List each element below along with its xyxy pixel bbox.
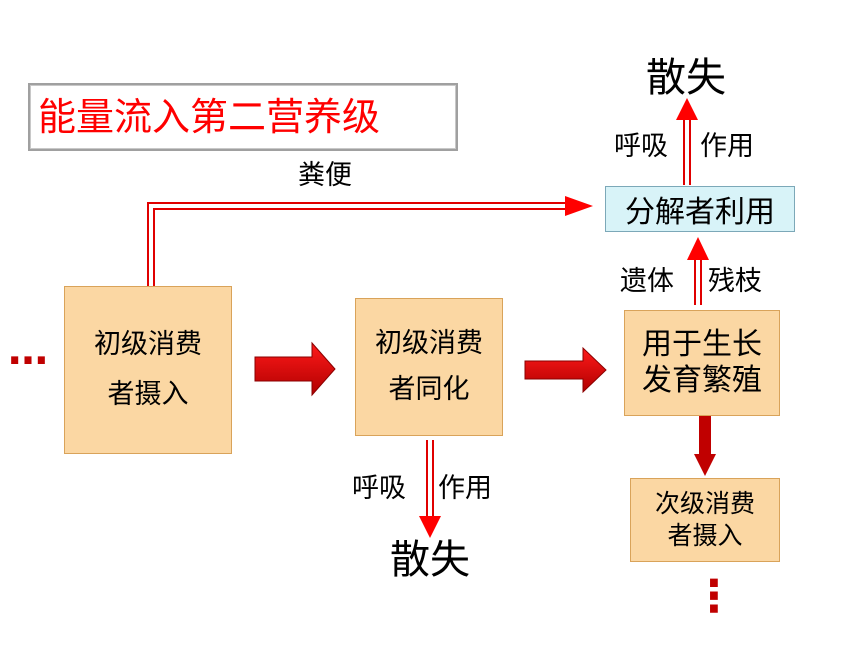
primary-intake-line1: 初级消费: [94, 329, 202, 360]
title-box: 能量流入第二营养级: [28, 83, 458, 151]
intake-to-assim-arrow: [254, 341, 336, 397]
primary-assim-box: 初级消费 者同化: [355, 298, 503, 436]
secondary-intake-line1: 次级消费: [654, 489, 755, 518]
primary-intake-line2: 者摄入: [107, 379, 189, 410]
page-title: 能量流入第二营养级: [38, 95, 381, 139]
dissipate-bottom: 散失: [390, 537, 470, 583]
growth-line2: 发育繁殖: [642, 363, 762, 398]
left-ellipsis: …: [8, 328, 48, 374]
primary-assim-line1: 初级消费: [375, 328, 483, 359]
growth-line1: 用于生长: [642, 327, 762, 362]
growth-to-secondary-arrow: [694, 416, 716, 476]
assim-respiration-left: 呼吸: [352, 473, 406, 504]
decomposer-respiration-right: 作用: [700, 131, 754, 162]
decomposer-box: 分解者利用: [605, 186, 795, 232]
remains-left-label: 遗体: [620, 266, 674, 297]
assim-respiration-right: 作用: [438, 473, 492, 504]
respiration-down-arrow: [419, 440, 441, 538]
decomposer-respiration-left: 呼吸: [614, 131, 668, 162]
assim-to-growth-arrow: [524, 346, 607, 394]
feces-arrow: [147, 196, 593, 286]
secondary-intake-box: 次级消费 者摄入: [630, 478, 780, 562]
primary-intake-box: 初级消费 者摄入: [64, 286, 232, 454]
bottom-ellipsis: ⋮: [692, 571, 736, 622]
growth-box: 用于生长 发育繁殖: [624, 310, 780, 416]
dissipate-top: 散失: [646, 55, 726, 101]
primary-assim-line2: 者同化: [388, 374, 470, 405]
remains-right-label: 残枝: [708, 266, 762, 297]
feces-label: 粪便: [298, 160, 352, 191]
remains-up-arrow: [687, 237, 709, 305]
secondary-intake-line2: 者摄入: [667, 521, 743, 550]
decomposer-respiration-up-arrow: [676, 98, 698, 185]
